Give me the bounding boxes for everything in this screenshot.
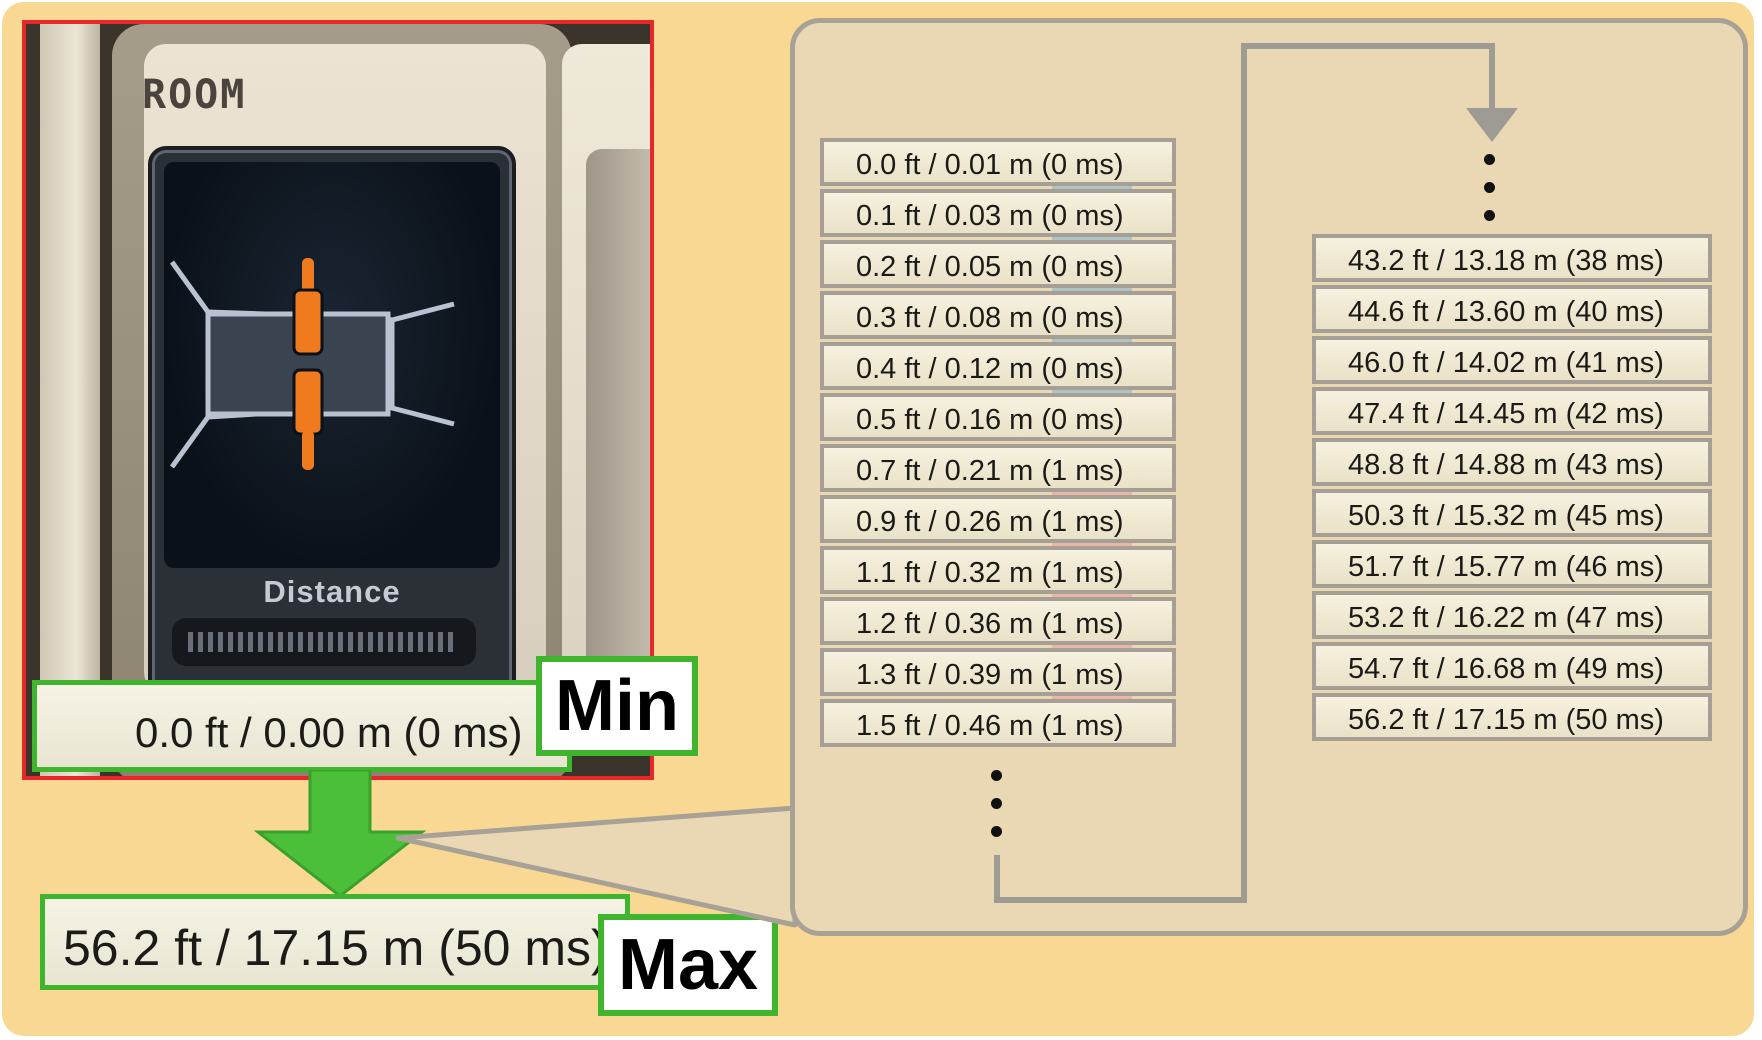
list-item-label: 0.5 ft / 0.16 m (0 ms) bbox=[856, 404, 1124, 436]
list-item: 0.5 ft / 0.16 m (0 ms) bbox=[820, 393, 1176, 441]
list-item: 48.8 ft / 14.88 m (43 ms) bbox=[1312, 438, 1712, 486]
list-item-label: 48.8 ft / 14.88 m (43 ms) bbox=[1348, 449, 1664, 481]
list-item: 1.5 ft / 0.46 m (1 ms) bbox=[820, 699, 1176, 747]
list-item: 56.2 ft / 17.15 m (50 ms) bbox=[1312, 693, 1712, 741]
distance-slider[interactable] bbox=[172, 618, 476, 666]
list-item-label: 1.2 ft / 0.36 m (1 ms) bbox=[856, 608, 1124, 640]
list-item-label: 1.1 ft / 0.32 m (1 ms) bbox=[856, 557, 1124, 589]
list-item-label: 53.2 ft / 16.22 m (47 ms) bbox=[1348, 602, 1664, 634]
list-item-label: 50.3 ft / 15.32 m (45 ms) bbox=[1348, 500, 1664, 532]
list-item-label: 0.3 ft / 0.08 m (0 ms) bbox=[856, 302, 1124, 334]
list-item: 50.3 ft / 15.32 m (45 ms) bbox=[1312, 489, 1712, 537]
plugin-side-strip bbox=[40, 24, 100, 776]
min-tag: Min bbox=[536, 656, 698, 756]
ellipsis-dot bbox=[1484, 154, 1495, 165]
distance-control[interactable]: Distance bbox=[148, 146, 516, 704]
list-item: 0.4 ft / 0.12 m (0 ms) bbox=[820, 342, 1176, 390]
list-item-label: 56.2 ft / 17.15 m (50 ms) bbox=[1348, 704, 1664, 736]
list-item-label: 0.7 ft / 0.21 m (1 ms) bbox=[856, 455, 1124, 487]
ellipsis-dot bbox=[1484, 182, 1495, 193]
plugin-panel: ROOM bbox=[22, 20, 654, 780]
room-perspective-icon bbox=[169, 258, 455, 470]
max-value-display: 56.2 ft / 17.15 m (50 ms) bbox=[40, 894, 630, 990]
adjacent-section-display bbox=[586, 149, 650, 709]
distance-label: Distance bbox=[263, 574, 401, 609]
list-item: 46.0 ft / 14.02 m (41 ms) bbox=[1312, 336, 1712, 384]
room-display bbox=[164, 162, 500, 568]
list-item-label: 0.0 ft / 0.01 m (0 ms) bbox=[856, 149, 1124, 181]
list-item: 1.3 ft / 0.39 m (1 ms) bbox=[820, 648, 1176, 696]
list-item: 44.6 ft / 13.60 m (40 ms) bbox=[1312, 285, 1712, 333]
slider-ticks bbox=[188, 632, 458, 652]
list-item: 53.2 ft / 16.22 m (47 ms) bbox=[1312, 591, 1712, 639]
list-item: 0.0 ft / 0.01 m (0 ms) bbox=[820, 138, 1176, 186]
list-item: 0.1 ft / 0.03 m (0 ms) bbox=[820, 189, 1176, 237]
list-item: 1.1 ft / 0.32 m (1 ms) bbox=[820, 546, 1176, 594]
max-tag: Max bbox=[598, 914, 778, 1016]
list-item: 0.3 ft / 0.08 m (0 ms) bbox=[820, 291, 1176, 339]
list-item-label: 47.4 ft / 14.45 m (42 ms) bbox=[1348, 398, 1664, 430]
list-item: 51.7 ft / 15.77 m (46 ms) bbox=[1312, 540, 1712, 588]
min-value-display: 0.0 ft / 0.00 m (0 ms) bbox=[32, 680, 572, 772]
ellipsis-dot bbox=[991, 826, 1002, 837]
room-section-title: ROOM bbox=[142, 72, 247, 118]
list-item-label: 1.5 ft / 0.46 m (1 ms) bbox=[856, 710, 1124, 742]
list-item: 0.2 ft / 0.05 m (0 ms) bbox=[820, 240, 1176, 288]
ellipsis-dot bbox=[991, 770, 1002, 781]
down-arrow-icon bbox=[253, 770, 427, 898]
ellipsis-dot bbox=[1484, 210, 1495, 221]
list-item-label: 44.6 ft / 13.60 m (40 ms) bbox=[1348, 296, 1664, 328]
flow-arrow-icon bbox=[1466, 108, 1518, 142]
list-item: 47.4 ft / 14.45 m (42 ms) bbox=[1312, 387, 1712, 435]
list-item-label: 0.2 ft / 0.05 m (0 ms) bbox=[856, 251, 1124, 283]
list-item: 1.2 ft / 0.36 m (1 ms) bbox=[820, 597, 1176, 645]
list-item-label: 51.7 ft / 15.77 m (46 ms) bbox=[1348, 551, 1664, 583]
list-item: 43.2 ft / 13.18 m (38 ms) bbox=[1312, 234, 1712, 282]
list-item-label: 0.1 ft / 0.03 m (0 ms) bbox=[856, 200, 1124, 232]
list-item-label: 1.3 ft / 0.39 m (1 ms) bbox=[856, 659, 1124, 691]
list-item-label: 43.2 ft / 13.18 m (38 ms) bbox=[1348, 245, 1664, 277]
list-item-label: 54.7 ft / 16.68 m (49 ms) bbox=[1348, 653, 1664, 685]
list-item-label: 0.4 ft / 0.12 m (0 ms) bbox=[856, 353, 1124, 385]
list-item-label: 0.9 ft / 0.26 m (1 ms) bbox=[856, 506, 1124, 538]
list-item-label: 46.0 ft / 14.02 m (41 ms) bbox=[1348, 347, 1664, 379]
ellipsis-dot bbox=[991, 798, 1002, 809]
list-item: 0.7 ft / 0.21 m (1 ms) bbox=[820, 444, 1176, 492]
list-item: 0.9 ft / 0.26 m (1 ms) bbox=[820, 495, 1176, 543]
list-item: 54.7 ft / 16.68 m (49 ms) bbox=[1312, 642, 1712, 690]
distance-knob-icon bbox=[292, 258, 324, 470]
